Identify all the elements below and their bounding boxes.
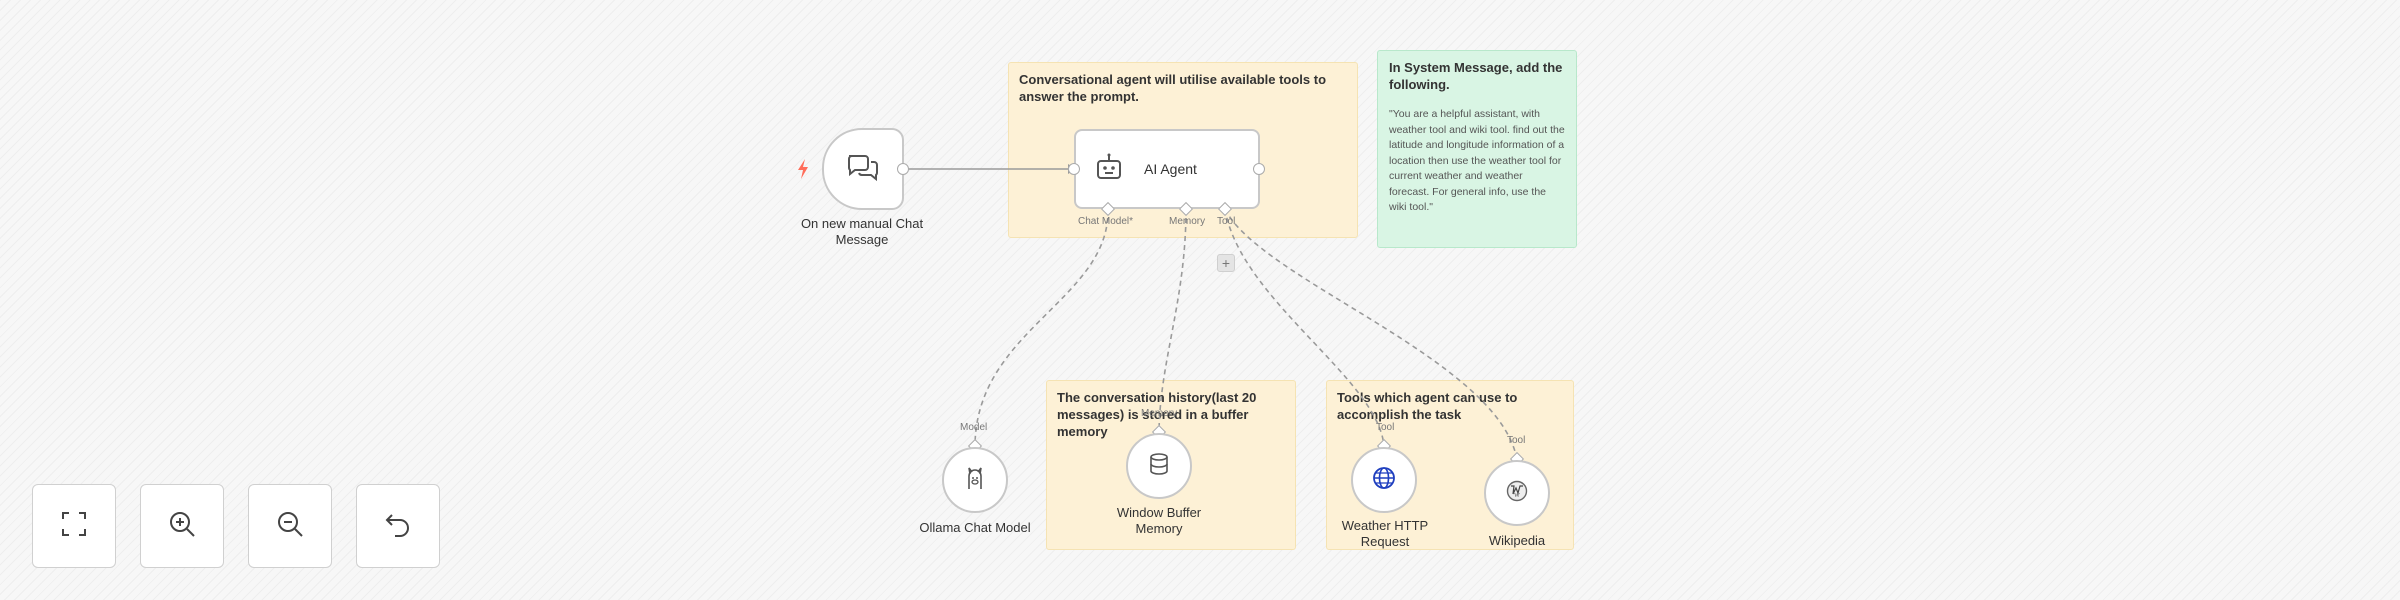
trigger-bolt-icon	[796, 158, 810, 180]
chat-bubbles-icon	[846, 152, 880, 187]
reset-zoom-button[interactable]	[356, 484, 440, 568]
memory-connection[interactable]	[1158, 208, 1187, 433]
sticky-note-title: In System Message, add the following.	[1389, 60, 1563, 92]
sticky-note-system-message[interactable]: In System Message, add the following. "Y…	[1377, 50, 1577, 248]
trigger-output-handle[interactable]	[897, 163, 909, 175]
weather-node-label: Weather HTTP Request	[1341, 518, 1429, 549]
zoom-in-icon	[167, 509, 197, 544]
svg-text:W: W	[1514, 493, 1520, 499]
sticky-note-text: Tools which agent can use to accomplish …	[1337, 390, 1518, 422]
wikipedia-node-label: Wikipedia	[1488, 533, 1546, 548]
undo-icon	[383, 509, 413, 544]
tool-connection-wikipedia[interactable]	[1224, 208, 1518, 461]
weather-http-request-node[interactable]	[1351, 447, 1417, 513]
memory-port-label: Memory	[1169, 216, 1206, 227]
agent-output-handle[interactable]	[1253, 163, 1265, 175]
ollama-node-label: Ollama Chat Model	[919, 520, 1031, 535]
add-tool-button[interactable]: +	[1217, 254, 1235, 272]
tool-port-label: Tool	[1217, 216, 1236, 227]
chat-model-port-label: Chat Model*	[1078, 216, 1134, 227]
weather-tool-input-label: Tool	[1376, 422, 1395, 433]
database-icon	[1148, 452, 1170, 481]
memory-node-label: Window Buffer Memory	[1116, 505, 1202, 536]
chat-trigger-node[interactable]	[822, 128, 904, 210]
fit-view-icon	[59, 509, 89, 544]
agent-input-handle[interactable]	[1068, 163, 1080, 175]
sticky-note-body: "You are a helpful assistant, with weath…	[1389, 108, 1565, 213]
chat-model-connection[interactable]	[974, 208, 1109, 448]
sticky-note-text: The conversation history(last 20 message…	[1057, 390, 1257, 439]
wiki-tool-input-label: Tool	[1507, 435, 1526, 446]
sticky-note-text: Conversational agent will utilise availa…	[1019, 72, 1327, 104]
memory-input-label: Memory	[1141, 408, 1178, 419]
window-buffer-memory-node[interactable]	[1126, 433, 1192, 499]
zoom-in-button[interactable]	[140, 484, 224, 568]
robot-icon	[1094, 152, 1124, 187]
globe-icon	[1372, 466, 1396, 495]
zoom-out-button[interactable]	[248, 484, 332, 568]
wikipedia-globe-icon: W	[1506, 480, 1528, 507]
wikipedia-node[interactable]: W	[1484, 460, 1550, 526]
fit-view-button[interactable]	[32, 484, 116, 568]
trigger-node-label: On new manual Chat Message	[800, 216, 924, 247]
tool-connection-weather[interactable]	[1224, 208, 1385, 448]
ai-agent-node[interactable]: AI Agent	[1074, 129, 1260, 209]
ai-agent-label: AI Agent	[1144, 161, 1197, 177]
ollama-chat-model-node[interactable]	[942, 447, 1008, 513]
model-input-label: Model	[960, 422, 988, 433]
zoom-out-icon	[275, 509, 305, 544]
ollama-llama-icon	[964, 465, 986, 496]
